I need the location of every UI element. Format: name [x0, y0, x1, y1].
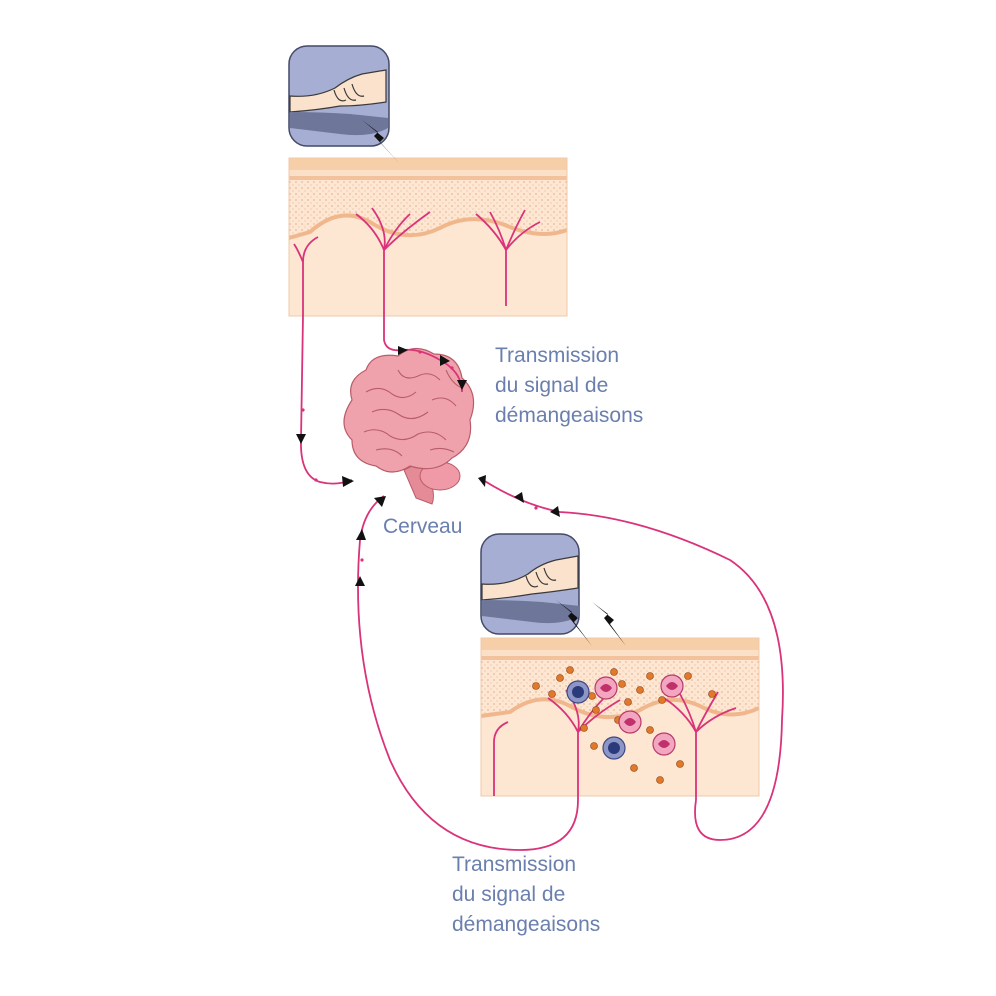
hand-inset-top — [288, 45, 390, 147]
brain-icon — [343, 347, 475, 505]
transmission-label-top: Transmission du signal de démangeaisons — [495, 341, 643, 431]
brain-label: Cerveau — [383, 512, 462, 542]
transmission-line-1: Transmission — [495, 344, 620, 367]
arrowheads — [296, 346, 560, 586]
hand-inset-bottom — [480, 533, 580, 635]
transmission-line-3: démangeaisons — [452, 913, 601, 936]
transmission-line-3: démangeaisons — [495, 404, 644, 427]
transmission-line-2: du signal de — [495, 374, 609, 397]
immune-cell-icon — [532, 666, 716, 784]
transmission-line-2: du signal de — [452, 883, 566, 906]
brain-label-text: Cerveau — [383, 515, 463, 538]
skin-section-top — [288, 157, 568, 317]
transmission-line-1: Transmission — [452, 853, 577, 876]
lightning-icon — [592, 602, 626, 646]
nerve-fibers-top — [293, 207, 541, 316]
transmission-label-bottom: Transmission du signal de démangeaisons — [452, 850, 600, 940]
signal-dots — [301, 350, 538, 562]
lightning-icon — [556, 600, 592, 646]
